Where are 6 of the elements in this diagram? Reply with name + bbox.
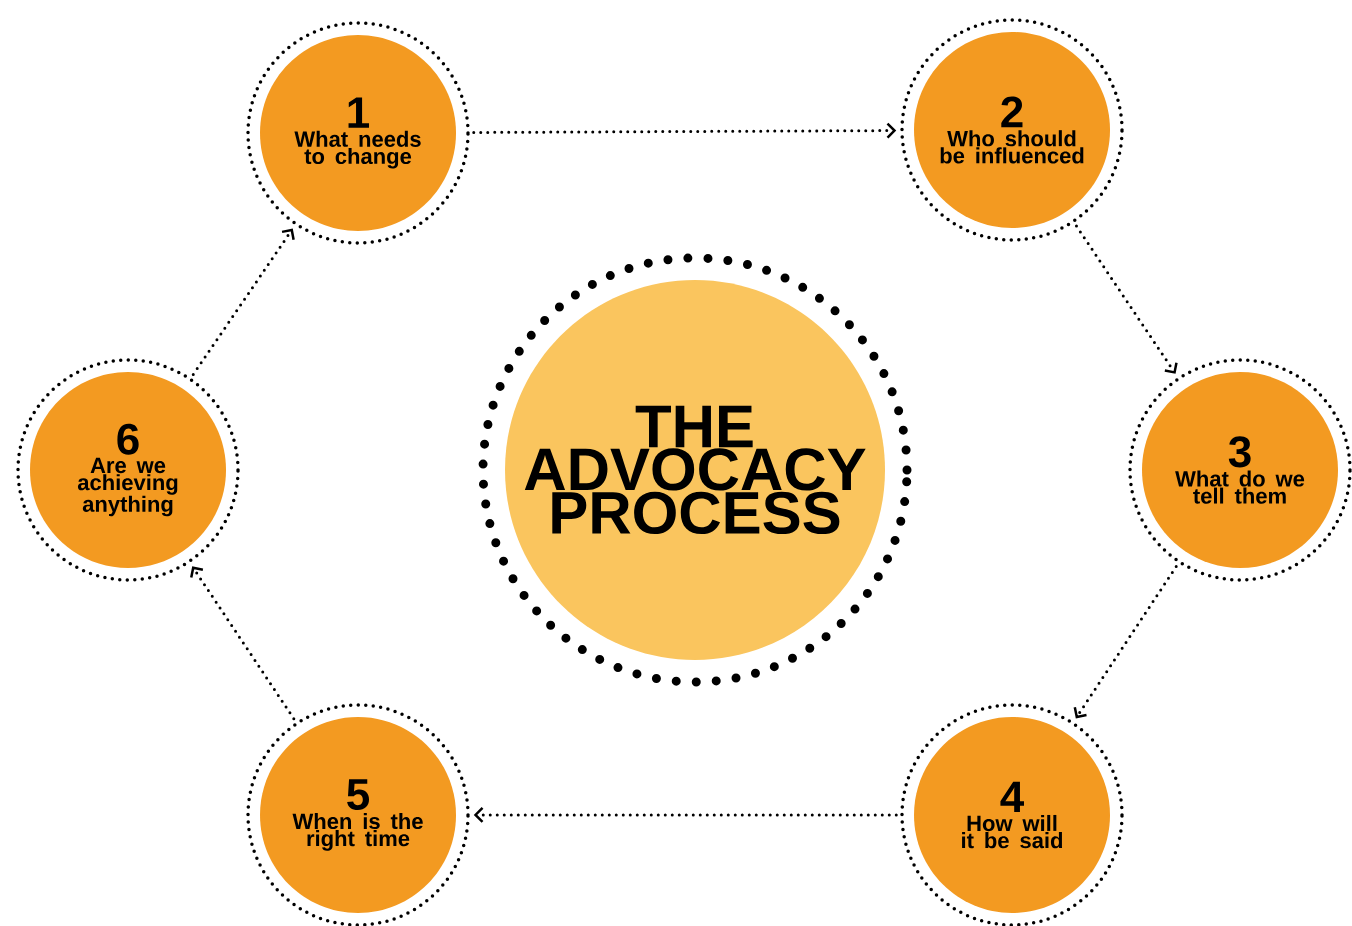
- arrow: [473, 807, 898, 823]
- arrow: [1074, 224, 1178, 374]
- arrow: [191, 228, 295, 376]
- arrow: [472, 122, 897, 139]
- arrow: [1073, 565, 1178, 719]
- arrow: [190, 566, 296, 721]
